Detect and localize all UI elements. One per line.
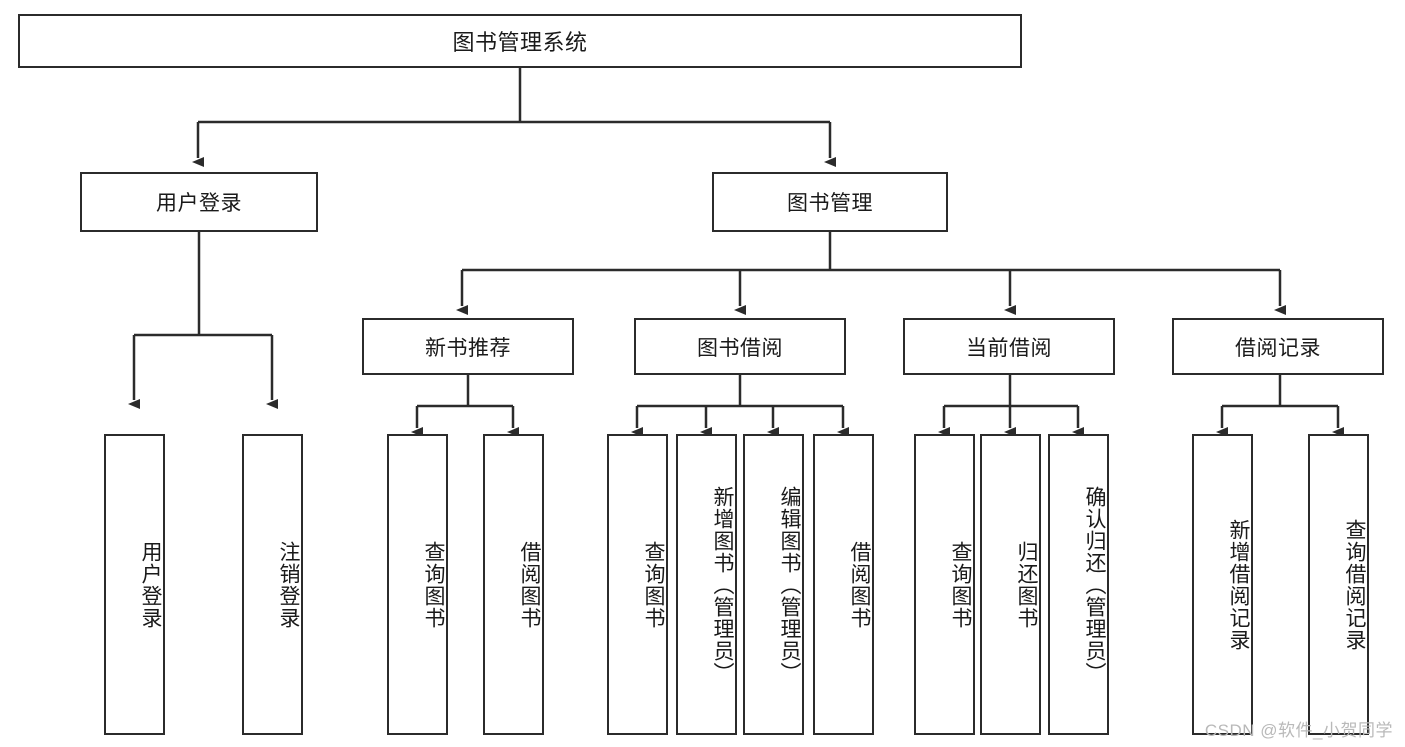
leaf-borrow-edit-book[interactable]: 编辑图书（管理员）: [743, 434, 804, 735]
leaf-new-book-query[interactable]: 查询图书: [387, 434, 448, 735]
node-book-management[interactable]: 图书管理: [712, 172, 948, 232]
node-book-borrow[interactable]: 图书借阅: [634, 318, 846, 375]
node-new-book-recommend[interactable]: 新书推荐: [362, 318, 574, 375]
leaf-borrow-add-book[interactable]: 新增图书（管理员）: [676, 434, 737, 735]
node-label: 图书管理: [787, 192, 873, 215]
leaf-record-query[interactable]: 查询借阅记录: [1308, 434, 1369, 735]
node-label: 用户登录: [139, 540, 162, 629]
node-label: 当前借阅: [966, 336, 1052, 360]
node-label: 新增图书（管理员）: [711, 485, 734, 684]
leaf-user-login[interactable]: 用户登录: [104, 434, 165, 735]
node-label: 借阅图书: [518, 540, 541, 629]
node-label: 查询图书: [642, 540, 665, 629]
node-label: 用户登录: [156, 192, 242, 215]
leaf-current-query-book[interactable]: 查询图书: [914, 434, 975, 735]
leaf-logout[interactable]: 注销登录: [242, 434, 303, 735]
node-label: 查询借阅记录: [1343, 518, 1366, 651]
leaf-borrow-borrow-book[interactable]: 借阅图书: [813, 434, 874, 735]
node-root-system[interactable]: 图书管理系统: [18, 14, 1022, 68]
node-label: 编辑图书（管理员）: [778, 485, 801, 684]
node-label: 新增借阅记录: [1227, 518, 1250, 651]
leaf-record-add[interactable]: 新增借阅记录: [1192, 434, 1253, 735]
node-label: 查询图书: [422, 540, 445, 629]
leaf-new-book-borrow[interactable]: 借阅图书: [483, 434, 544, 735]
node-label: 查询图书: [949, 540, 972, 629]
node-label: 借阅记录: [1235, 336, 1321, 360]
leaf-current-confirm-return[interactable]: 确认归还（管理员）: [1048, 434, 1109, 735]
node-label: 注销登录: [277, 540, 300, 629]
node-label: 借阅图书: [848, 540, 871, 629]
leaf-current-return-book[interactable]: 归还图书: [980, 434, 1041, 735]
node-label: 确认归还（管理员）: [1083, 485, 1106, 684]
node-label: 图书管理系统: [452, 30, 588, 55]
node-label: 图书借阅: [697, 336, 783, 360]
node-user-login[interactable]: 用户登录: [80, 172, 318, 232]
csdn-watermark: CSDN @软件_小贺同学: [1204, 721, 1393, 740]
node-label: 新书推荐: [425, 336, 511, 360]
node-borrow-record[interactable]: 借阅记录: [1172, 318, 1384, 375]
node-current-borrow[interactable]: 当前借阅: [903, 318, 1115, 375]
leaf-borrow-query-book[interactable]: 查询图书: [607, 434, 668, 735]
node-label: 归还图书: [1015, 540, 1038, 629]
